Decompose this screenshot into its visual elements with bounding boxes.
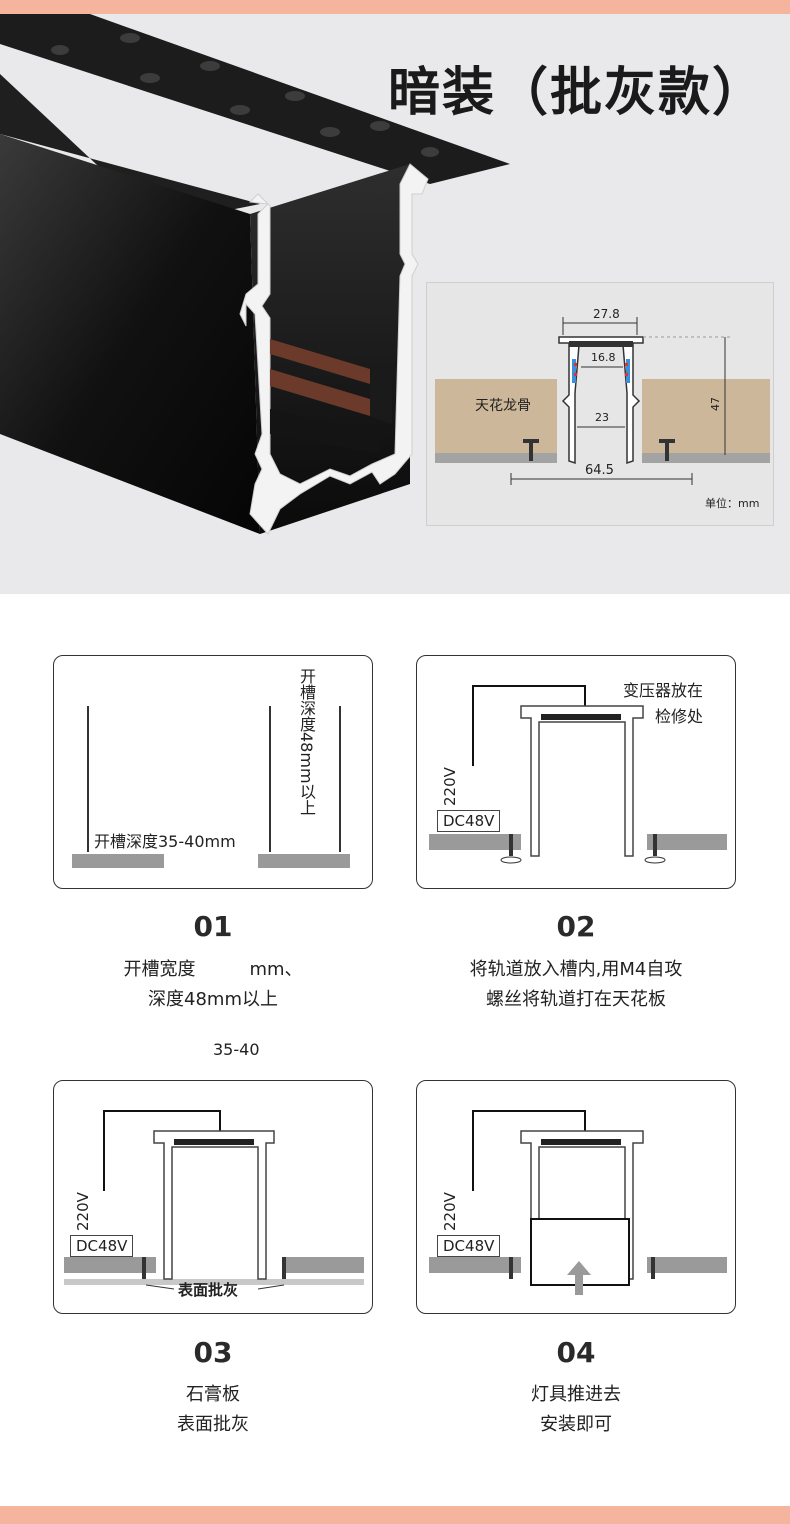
ceiling-keel-label: 天花龙骨 xyxy=(475,398,531,414)
step-02-number: 02 xyxy=(556,910,596,943)
dim-inner-width: 16.8 xyxy=(591,351,616,364)
track-install-drawing xyxy=(429,685,727,864)
step-02-description: 将轨道放入槽内,用M4自攻 螺丝将轨道打在天花板 xyxy=(469,959,683,1010)
step-01-description: 开槽宽度 mm、 深度48mm以上 xyxy=(123,959,303,1010)
slot-depth-vertical-label: 开槽深度48mm以上 xyxy=(297,668,316,816)
fixture-insert-drawing xyxy=(429,1110,727,1295)
dim-height: 47 xyxy=(709,397,722,411)
top-accent-bar xyxy=(0,0,790,14)
slot-depth-drawing xyxy=(72,706,350,868)
step-01-number: 01 xyxy=(193,910,233,943)
voltage-220v: 220V xyxy=(441,767,459,806)
step-03-description: 石膏板 表面批灰 xyxy=(177,1384,249,1435)
unit-label: 单位：mm xyxy=(705,497,760,510)
track-product-illustration xyxy=(0,14,510,535)
dim-top-width: 27.8 xyxy=(593,307,620,321)
hero-section: 暗装（批灰款） 27.8 16.8 xyxy=(0,14,790,594)
bottom-accent-bar xyxy=(0,1506,790,1524)
voltage-220v: 220V xyxy=(441,1192,459,1231)
transformer-note: 变压器放在 检修处 xyxy=(623,681,704,726)
surface-plaster-label: 表面批灰 xyxy=(178,1281,239,1299)
plaster-finish-drawing xyxy=(64,1110,364,1290)
step-04-description: 灯具推进去 安装即可 xyxy=(531,1384,621,1435)
dimension-diagram: 27.8 16.8 23 64.5 47 天花龙骨 单位：mm xyxy=(426,282,774,526)
dim-slot-width: 23 xyxy=(595,411,609,424)
step-04-number: 04 xyxy=(556,1336,596,1369)
dim-flange-width: 64.5 xyxy=(585,463,614,478)
dc48v-box: DC48V xyxy=(437,1235,501,1257)
step-03-diagram: 220V DC48V 表面批灰 xyxy=(53,1080,373,1314)
dimension-drawing xyxy=(435,317,770,485)
dc48v-box: DC48V xyxy=(437,810,501,832)
step-02-diagram: 变压器放在 检修处 220V DC48V xyxy=(416,655,736,889)
slot-depth-label: 开槽深度35-40mm xyxy=(94,832,236,851)
dc48v-box: DC48V xyxy=(70,1235,134,1257)
step-03-number: 03 xyxy=(193,1336,233,1369)
step-01-diagram: 开槽深度35-40mm 开槽深度48mm以上 xyxy=(53,655,373,889)
hero-title: 暗装（批灰款） xyxy=(388,63,767,123)
step-04-diagram: 220V DC48V xyxy=(416,1080,736,1314)
voltage-220v: 220V xyxy=(74,1192,92,1231)
step-01-width-value: 35-40 xyxy=(213,1040,260,1059)
